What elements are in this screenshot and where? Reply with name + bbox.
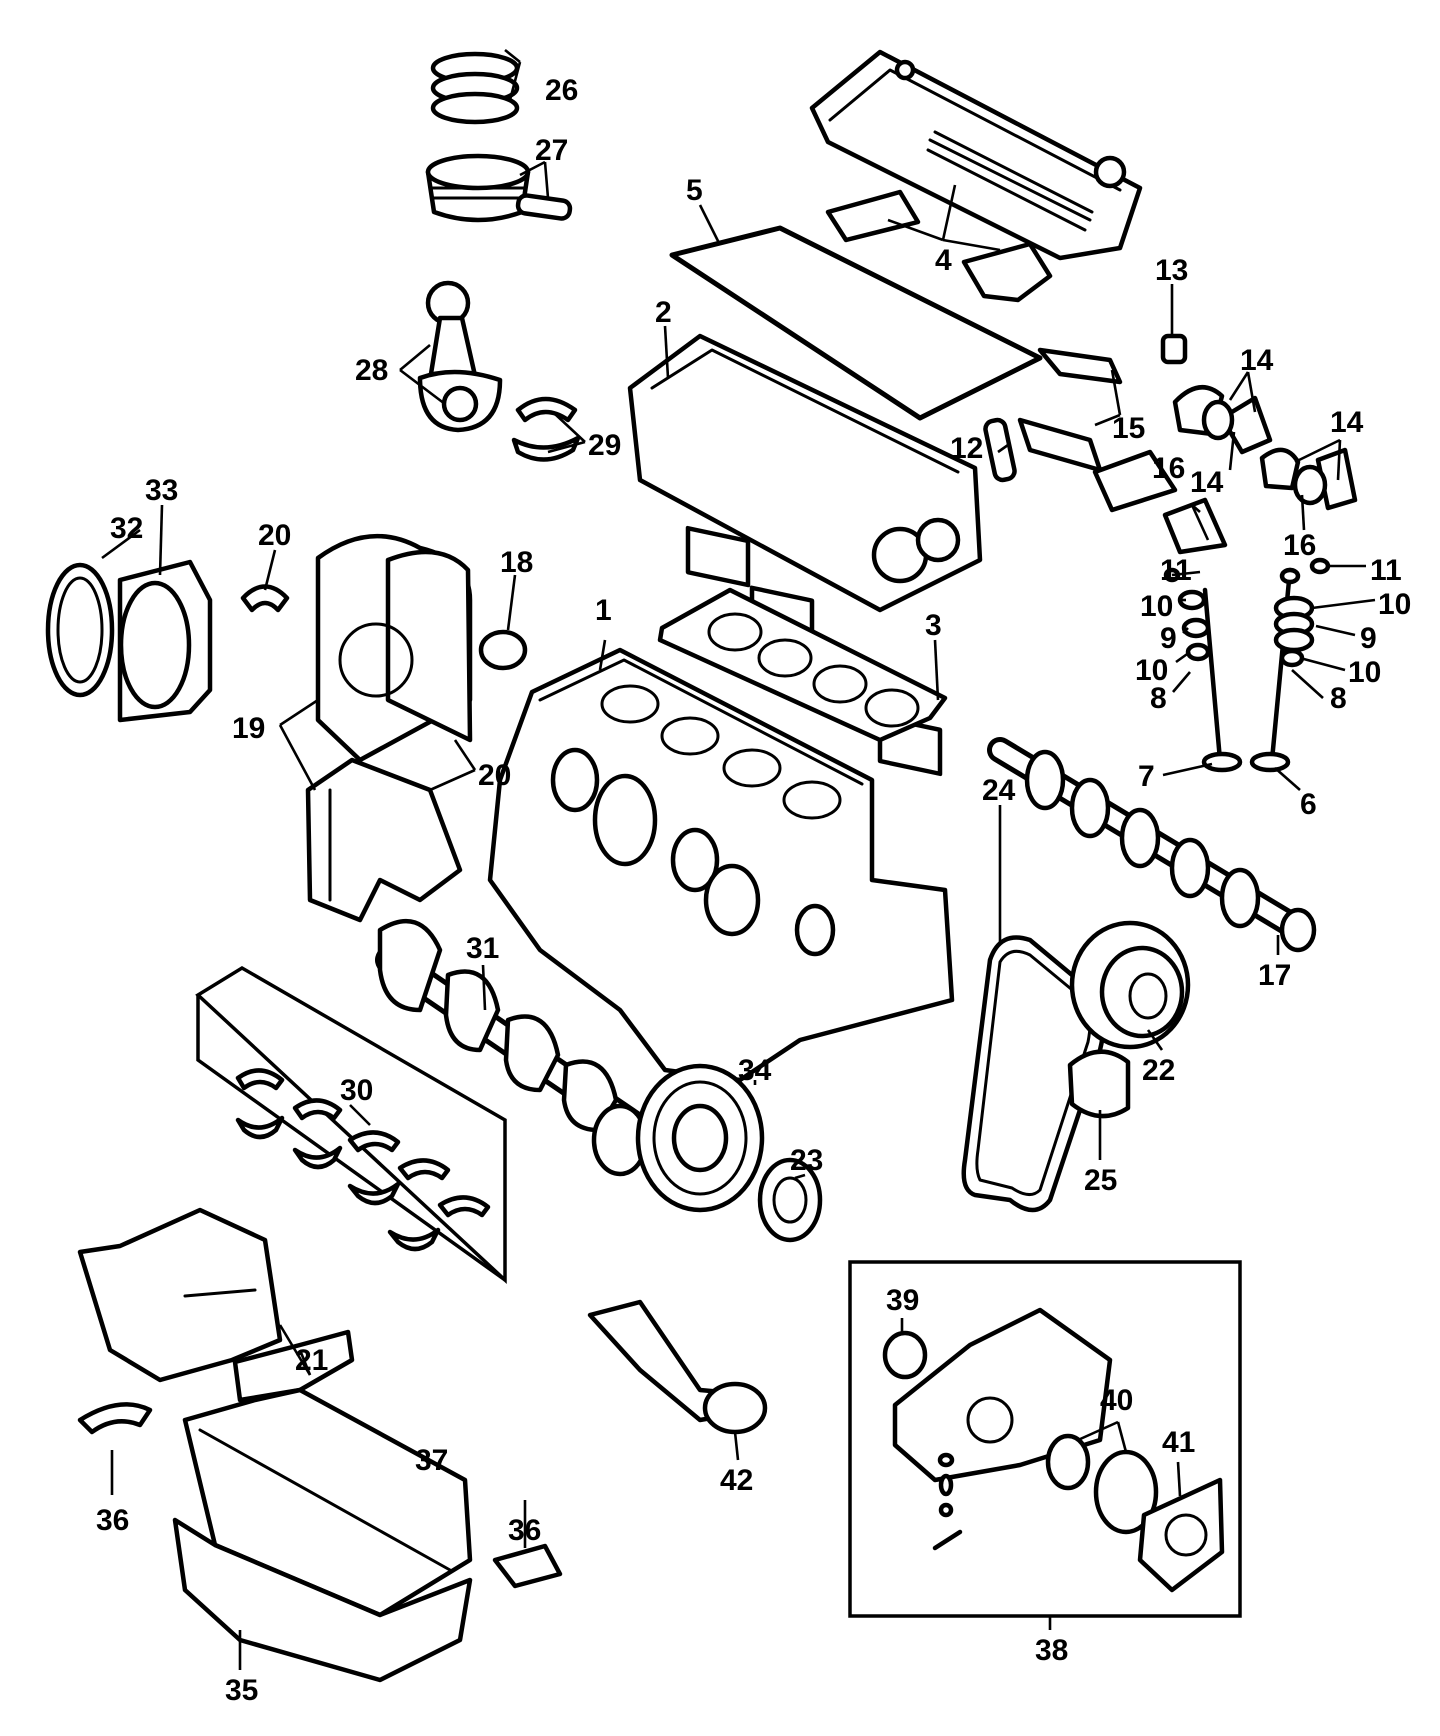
- callout-27: 27: [535, 134, 568, 167]
- callout-10a: 10: [1140, 590, 1173, 623]
- head-gasket: [657, 587, 948, 743]
- callout-40: 40: [1100, 1384, 1133, 1417]
- callout-18: 18: [500, 546, 533, 579]
- callout-36a: 36: [96, 1504, 129, 1537]
- cover-seals: [825, 189, 1053, 303]
- callout-10c: 10: [1135, 654, 1168, 687]
- callout-11b: 11: [1370, 554, 1402, 587]
- callout-22: 22: [1142, 1054, 1175, 1087]
- callout-14a: 14: [1240, 344, 1274, 377]
- callout-17: 17: [1258, 959, 1291, 992]
- timing-covers: [240, 533, 528, 923]
- callout-41: 41: [1162, 1426, 1195, 1459]
- piston-rings: [430, 51, 520, 125]
- callout-12: 12: [950, 432, 983, 465]
- camshaft: [987, 737, 1317, 953]
- callout-11a: 11: [1160, 554, 1192, 587]
- callout-8a: 8: [1150, 682, 1167, 715]
- callout-6: 6: [1300, 788, 1317, 821]
- callout-19: 19: [232, 712, 265, 745]
- crankshaft: [375, 918, 655, 1177]
- callout-10b: 10: [1378, 588, 1411, 621]
- oil-pump-box: [848, 1260, 1242, 1618]
- callout-4: 4: [935, 244, 952, 277]
- callout-labels: 1 2 3 4 5 6 7 8 8 9 9 10 10 10 10 11 11 …: [96, 74, 1411, 1707]
- callout-28: 28: [355, 354, 388, 387]
- callout-33: 33: [145, 474, 178, 507]
- callout-42: 42: [720, 1464, 753, 1497]
- callout-20b: 20: [478, 759, 511, 792]
- callout-30: 30: [340, 1074, 373, 1107]
- callout-37: 37: [415, 1444, 448, 1477]
- rod-bearings: [511, 396, 581, 462]
- callout-15: 15: [1112, 412, 1145, 445]
- callout-39: 39: [886, 1284, 919, 1317]
- callout-23: 23: [790, 1144, 823, 1177]
- callout-20a: 20: [258, 519, 291, 552]
- callout-16a: 16: [1152, 452, 1185, 485]
- callout-9a: 9: [1160, 622, 1177, 655]
- callout-25: 25: [1084, 1164, 1117, 1197]
- rocker-arms: [1092, 385, 1358, 555]
- callout-8b: 8: [1330, 682, 1347, 715]
- callout-13: 13: [1155, 254, 1188, 287]
- timing-belt: [961, 935, 1106, 1213]
- callout-5: 5: [686, 174, 703, 207]
- callout-16b: 16: [1283, 529, 1316, 562]
- callout-35: 35: [225, 1674, 258, 1707]
- callout-36b: 36: [508, 1514, 541, 1547]
- cam-pulley: [1067, 920, 1191, 1119]
- oil-pan-parts: [77, 1207, 563, 1683]
- callout-14c: 14: [1190, 466, 1224, 499]
- leader-lines: [101, 48, 1376, 1670]
- piston: [425, 153, 573, 223]
- callout-7: 7: [1138, 760, 1155, 793]
- valve-cover-gasket: [669, 225, 1043, 421]
- callout-26: 26: [545, 74, 578, 107]
- head-small-parts: [983, 333, 1188, 483]
- callout-3: 3: [925, 609, 942, 642]
- rear-seal-housing: [45, 559, 213, 723]
- callout-9b: 9: [1360, 622, 1377, 655]
- connecting-rod: [417, 280, 503, 433]
- valve-cover: [809, 49, 1143, 261]
- valves-and-springs: [1163, 557, 1331, 773]
- main-bearings: [195, 965, 507, 1285]
- callout-1: 1: [595, 594, 612, 627]
- crank-pulley: [635, 1063, 823, 1243]
- callout-14b: 14: [1330, 406, 1364, 439]
- callout-24: 24: [982, 774, 1016, 807]
- callout-2: 2: [655, 296, 672, 329]
- engine-block: [487, 647, 955, 1083]
- callout-38: 38: [1035, 1634, 1068, 1667]
- callout-34: 34: [738, 1054, 772, 1087]
- callout-29: 29: [588, 429, 621, 462]
- oil-pickup: [587, 1299, 768, 1435]
- callout-32: 32: [110, 512, 143, 545]
- callout-21: 21: [295, 1344, 328, 1377]
- callout-10d: 10: [1348, 656, 1381, 689]
- callout-31: 31: [466, 932, 499, 965]
